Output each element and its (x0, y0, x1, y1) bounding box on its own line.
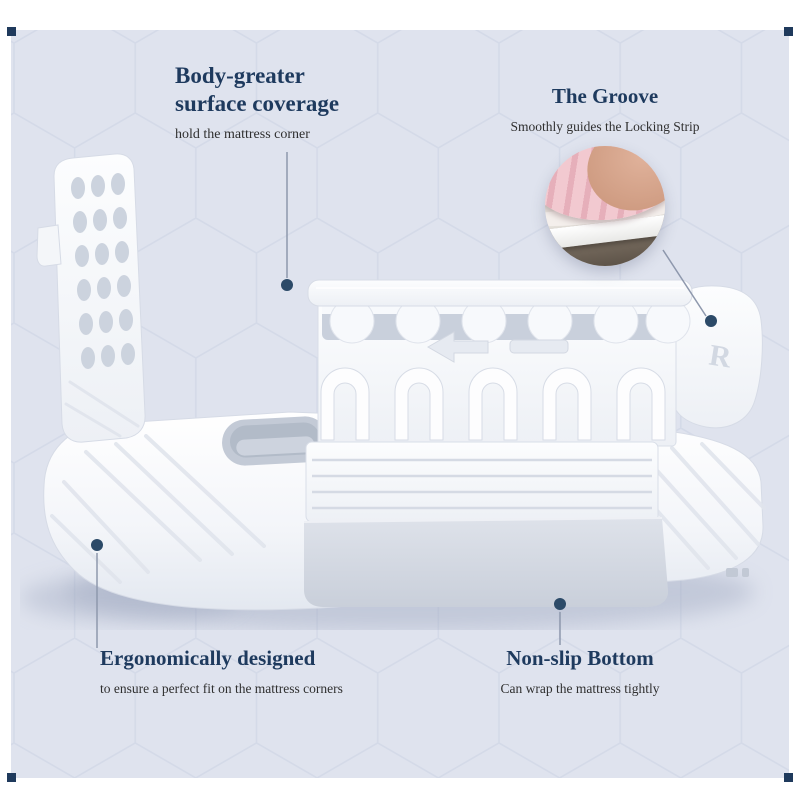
callout-surface-coverage: Body-greater surface coverage hold the m… (175, 62, 339, 143)
corner-handle-bottom-right (784, 773, 793, 782)
nonslip-title: Non-slip Bottom (506, 646, 654, 670)
callout-nonslip: Non-slip Bottom Can wrap the mattress ti… (430, 646, 730, 697)
upright-panel (36, 153, 146, 443)
ergonomic-title: Ergonomically designed (100, 646, 316, 670)
coverage-subtitle: hold the mattress corner (175, 127, 310, 143)
corner-handle-top-left (7, 27, 16, 36)
front-band (303, 517, 669, 607)
groove-teeth (322, 298, 691, 344)
panel-clip (36, 224, 62, 267)
panel-holes (71, 173, 135, 369)
ergonomic-subtitle: to ensure a perfect fit on the mattress … (100, 680, 343, 696)
callout-ergonomic: Ergonomically designed to ensure a perfe… (100, 646, 343, 697)
groove-subtitle: Smoothly guides the Locking Strip (510, 118, 700, 134)
nonslip-subtitle: Can wrap the mattress tightly (500, 680, 660, 696)
coverage-title-line2: surface coverage (175, 91, 340, 117)
product-render: R (20, 153, 766, 630)
callout-groove: The Groove Smoothly guides the Locking S… (455, 84, 755, 135)
locking-strips (305, 441, 659, 523)
coverage-title-line1: Body-greater (175, 63, 305, 88)
arch-clips (320, 367, 666, 441)
arrow-marking (426, 331, 489, 363)
groove-title: The Groove (551, 84, 659, 108)
top-bar (307, 279, 693, 307)
right-wing: R (669, 285, 763, 429)
corner-handle-top-right (784, 27, 793, 36)
groove-photo (545, 146, 665, 266)
corner-handle-bottom-left (7, 773, 16, 782)
slot-marking (509, 339, 569, 354)
panel-ribs (64, 380, 140, 438)
base-side-marks (726, 568, 749, 577)
base-cutout (222, 416, 328, 466)
